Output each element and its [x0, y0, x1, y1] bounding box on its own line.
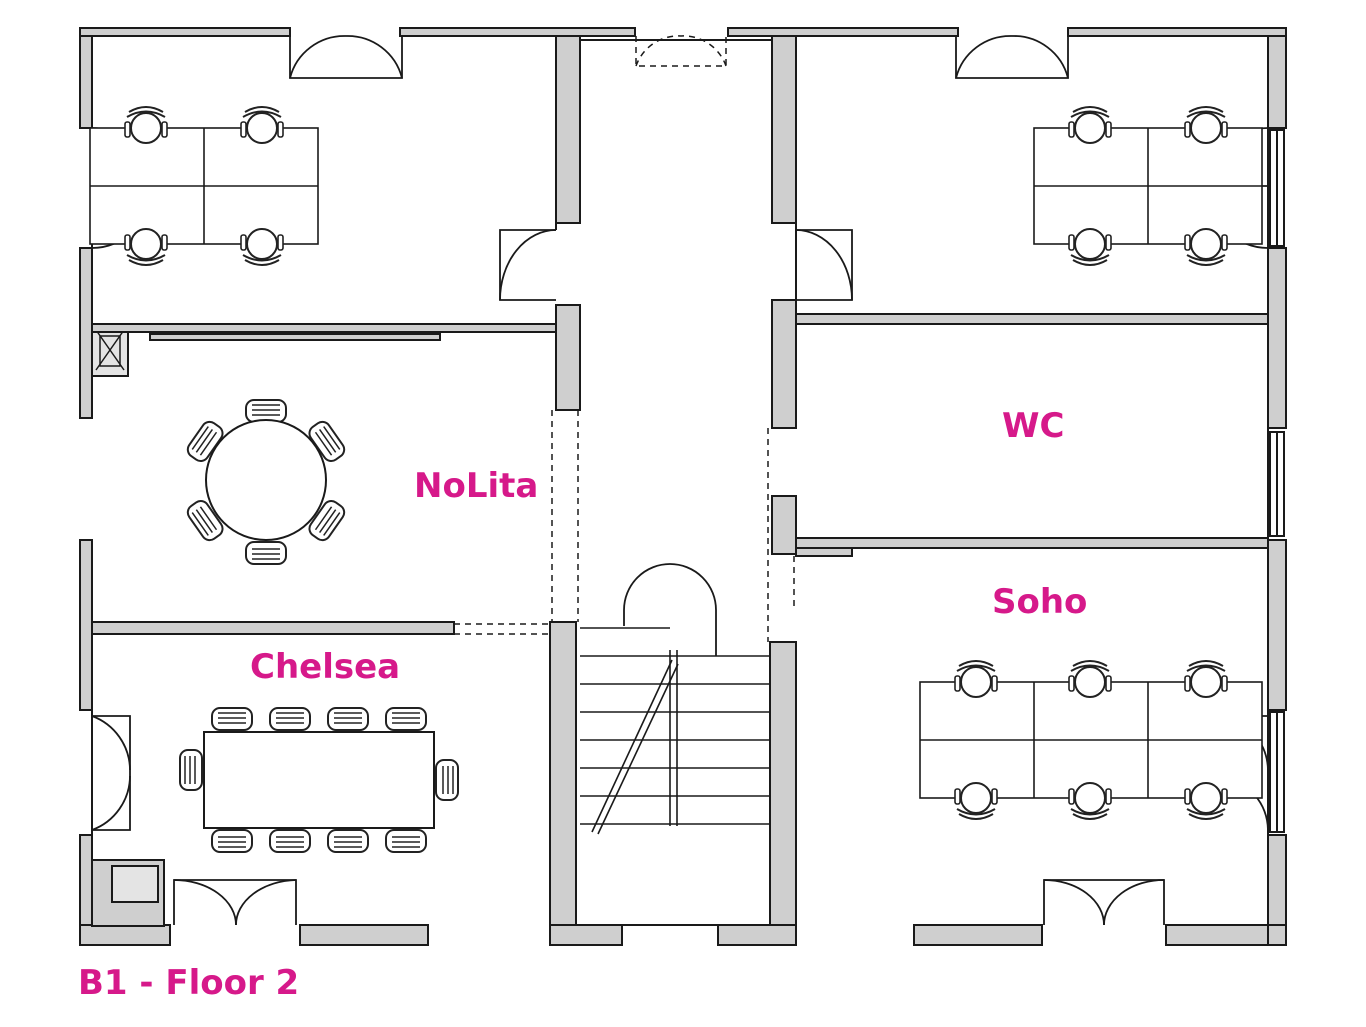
room-label-soho: Soho [992, 582, 1087, 622]
room-label-nolita: NoLita [414, 466, 538, 506]
floor-label: B1 - Floor 2 [78, 963, 299, 1003]
staircase [580, 627, 770, 835]
room-label-chelsea: Chelsea [250, 647, 400, 687]
room-label-wc: WC [1002, 406, 1064, 446]
desks-soho [919, 660, 1263, 820]
walls [79, 27, 1287, 946]
desks-office-top-left [89, 106, 319, 266]
partitions [91, 313, 1269, 635]
conference-table-chelsea [179, 707, 459, 853]
round-table-nolita [183, 399, 349, 565]
desks-office-top-right [1033, 106, 1263, 266]
